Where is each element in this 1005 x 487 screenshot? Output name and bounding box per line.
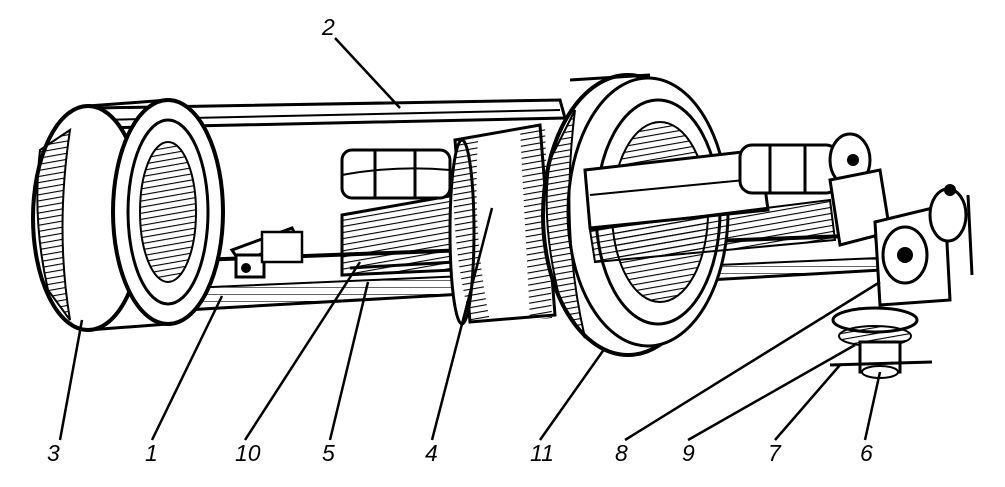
left-end-ring — [31, 98, 225, 332]
label-part-7: 7 — [768, 440, 782, 466]
label-part-6: 6 — [860, 440, 873, 466]
right-shaft — [583, 132, 872, 264]
label-part-9: 9 — [682, 440, 695, 466]
label-part-11: 11 — [530, 440, 554, 466]
leader-6 — [863, 371, 882, 441]
middle-sleeve — [448, 123, 557, 326]
label-part-2: 2 — [321, 14, 335, 40]
leader-2 — [334, 37, 401, 109]
label-part-5: 5 — [322, 440, 335, 466]
leader-7 — [774, 364, 841, 441]
label-part-3: 3 — [47, 440, 60, 466]
left-clamp — [229, 226, 304, 279]
leader-8 — [624, 280, 881, 442]
leader-4 — [430, 207, 494, 441]
label-part-10: 10 — [235, 440, 261, 466]
leader-5 — [328, 281, 370, 441]
leader-11 — [538, 347, 607, 441]
cutter-block — [340, 148, 457, 277]
leader-9 — [687, 343, 856, 442]
label-part-1: 1 — [145, 440, 158, 466]
label-part-8: 8 — [615, 440, 628, 466]
right-bracket — [828, 168, 974, 379]
leader-10 — [243, 261, 362, 441]
part-labels: 2 3 1 10 5 4 11 8 9 7 6 — [47, 14, 873, 466]
leader-1 — [150, 295, 224, 441]
label-part-4: 4 — [425, 440, 438, 466]
leader-3 — [58, 319, 84, 441]
leader-lines — [58, 37, 882, 442]
